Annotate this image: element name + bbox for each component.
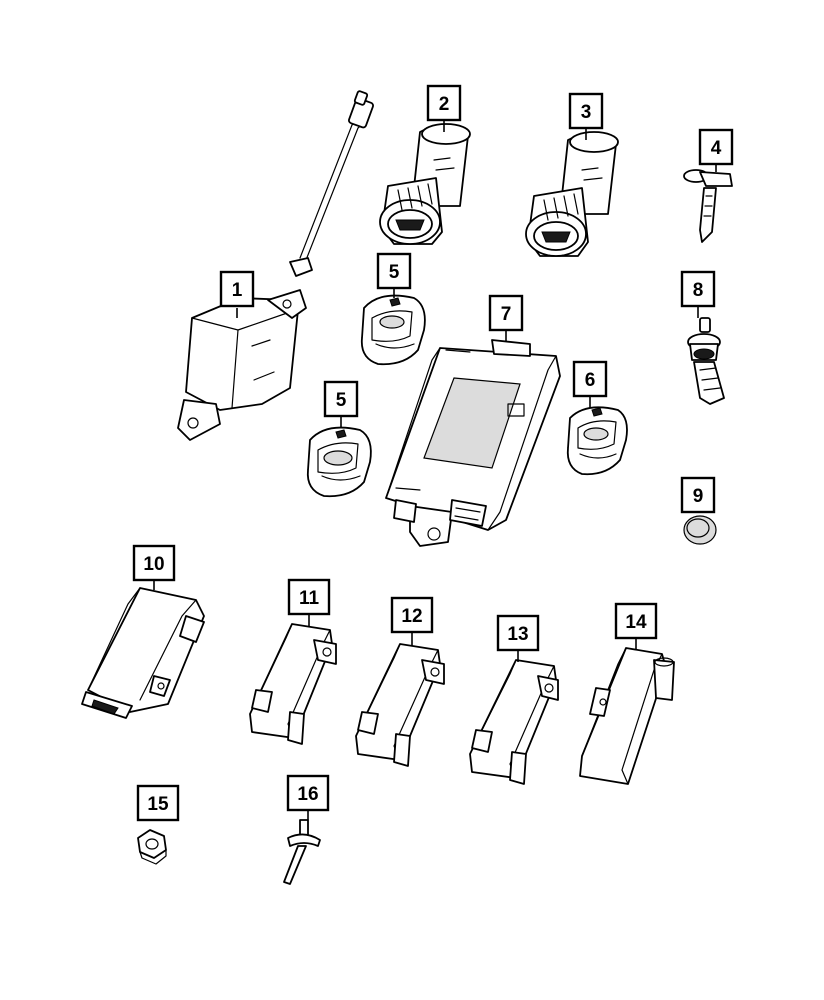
callout-label: 6 bbox=[585, 370, 596, 391]
part-16-rivet bbox=[283, 819, 321, 885]
part-9-battery bbox=[683, 515, 717, 545]
callout-label: 7 bbox=[501, 304, 512, 325]
callout-label: 4 bbox=[711, 138, 722, 159]
callout-5-lower: 5 bbox=[323, 380, 359, 418]
part-8-valve-stem bbox=[687, 317, 725, 405]
part-4-key bbox=[683, 169, 733, 243]
part-14-module bbox=[579, 647, 675, 785]
callout-label: 5 bbox=[389, 262, 400, 283]
callout-label: 15 bbox=[147, 794, 169, 815]
callout-label: 3 bbox=[581, 102, 592, 123]
callout-label: 12 bbox=[401, 606, 422, 627]
callout-5-upper: 5 bbox=[376, 252, 412, 290]
callout-7: 7 bbox=[488, 294, 524, 332]
callout-label: 9 bbox=[693, 486, 704, 507]
callout-10: 10 bbox=[132, 544, 176, 582]
callout-4: 4 bbox=[698, 128, 734, 166]
callout-label: 13 bbox=[507, 624, 528, 645]
part-13-module bbox=[469, 659, 559, 785]
callout-label: 5 bbox=[336, 390, 347, 411]
callout-label: 11 bbox=[299, 588, 320, 609]
callout-8: 8 bbox=[680, 270, 716, 308]
part-5-key-fob-upper bbox=[360, 294, 426, 366]
part-12-module bbox=[355, 643, 445, 767]
callout-label: 8 bbox=[693, 280, 704, 301]
part-11-module bbox=[249, 623, 337, 745]
part-15-nut bbox=[137, 829, 167, 865]
callout-2: 2 bbox=[426, 84, 462, 122]
callout-1: 1 bbox=[219, 270, 255, 308]
part-6-key-fob bbox=[566, 406, 628, 476]
callout-label: 16 bbox=[297, 784, 318, 805]
callout-13: 13 bbox=[496, 614, 540, 652]
callout-11: 11 bbox=[287, 578, 331, 616]
part-5-key-fob-lower bbox=[306, 426, 372, 498]
callout-15: 15 bbox=[136, 784, 180, 822]
callout-14: 14 bbox=[614, 602, 658, 640]
part-7-control-module bbox=[385, 339, 561, 547]
part-3-ignition-switch bbox=[525, 131, 619, 257]
callout-label: 14 bbox=[625, 612, 647, 633]
callout-12: 12 bbox=[390, 596, 434, 634]
callout-3: 3 bbox=[568, 92, 604, 130]
callout-label: 1 bbox=[232, 280, 243, 301]
part-10-module bbox=[81, 587, 205, 719]
callout-9: 9 bbox=[680, 476, 716, 514]
callout-16: 16 bbox=[286, 774, 330, 812]
callout-label: 2 bbox=[439, 94, 450, 115]
callout-label: 10 bbox=[143, 554, 164, 575]
callout-6: 6 bbox=[572, 360, 608, 398]
part-1-antenna-module bbox=[177, 90, 374, 441]
part-2-ignition-switch bbox=[379, 123, 471, 245]
